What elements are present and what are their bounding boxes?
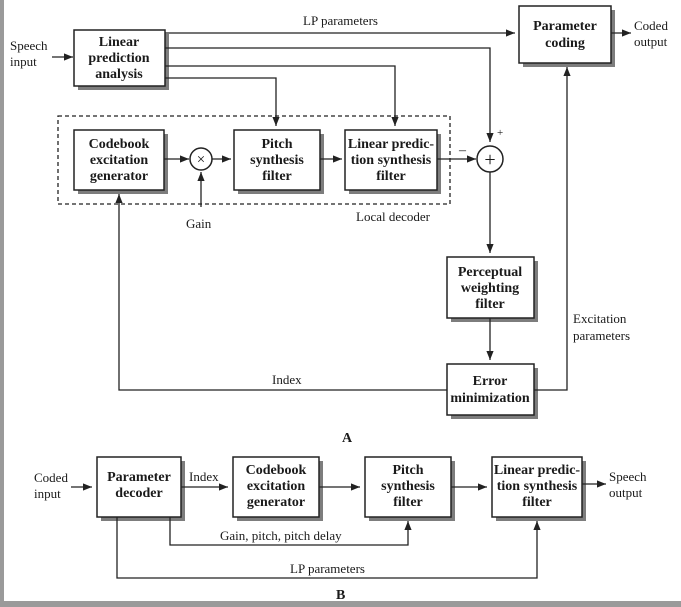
plus-sign: + — [497, 127, 503, 139]
coded-input-line1: Coded — [34, 470, 68, 485]
pitch-filter-line1: Pitch — [261, 137, 292, 152]
parameter-coding-line1: Parameter — [533, 19, 597, 34]
speech-output-line1: Speech — [609, 469, 647, 484]
speech-input-label-line2: input — [10, 54, 37, 69]
gain-label: Gain — [186, 216, 212, 231]
wire-error-to-coding — [534, 67, 571, 391]
part-b-label: B — [336, 588, 345, 603]
pitch-filter-box — [233, 129, 321, 191]
coded-output-line2: output — [634, 34, 668, 49]
wire-analysis-to-sum — [165, 47, 494, 142]
codebook-line1: Codebook — [89, 137, 150, 152]
speech-output-line2: output — [609, 485, 643, 500]
pitch-filter-line3: filter — [262, 169, 292, 184]
gain-pitch-delay-label: Gain, pitch, pitch delay — [220, 528, 342, 543]
excitation-params-line1: Excitation — [573, 311, 627, 326]
codebook-b-line3: generator — [247, 495, 305, 510]
error-min-line1: Error — [473, 374, 508, 389]
part-a-label: A — [342, 431, 353, 446]
lp-synthesis-b-line1: Linear predic- — [494, 463, 581, 478]
lp-synthesis-box — [344, 129, 438, 191]
speech-input-label-line1: Speech — [10, 38, 48, 53]
index-label-a: Index — [272, 372, 302, 387]
lp-analysis-box — [73, 29, 166, 87]
perceptual-line2: weighting — [461, 281, 519, 296]
lp-parameters-label: LP parameters — [303, 13, 378, 28]
wire-analysis-to-lp-synthesis — [165, 65, 399, 126]
excitation-params-line2: parameters — [573, 328, 630, 343]
wire-analysis-to-pitch — [165, 77, 280, 126]
codebook-b-line2: excitation — [247, 479, 306, 494]
lp-parameters-b-label: LP parameters — [290, 561, 365, 576]
coded-output-line1: Coded — [634, 18, 668, 33]
lp-synthesis-line1: Linear predic- — [348, 137, 435, 152]
pitch-filter-line2: synthesis — [250, 153, 304, 168]
index-label-b: Index — [189, 469, 219, 484]
error-min-box — [446, 363, 535, 416]
lp-analysis-line1: Linear — [99, 35, 139, 50]
coded-input-line2: input — [34, 486, 61, 501]
codebook-line3: generator — [90, 169, 148, 184]
param-decoder-line1: Parameter — [107, 470, 171, 485]
wire-index-feedback — [115, 194, 447, 391]
lp-synthesis-line2: tion synthesis — [351, 153, 432, 168]
lp-synthesis-b-box — [491, 456, 583, 518]
local-decoder-frame — [57, 115, 451, 205]
frame-left-edge — [0, 0, 4, 607]
pitch-b-line1: Pitch — [392, 463, 423, 478]
multiplier-symbol: × — [197, 152, 205, 168]
lp-analysis-line2: prediction — [88, 51, 149, 66]
wire-gain-pitch-delay — [169, 517, 412, 546]
codebook-box — [73, 129, 165, 191]
parameter-coding-box — [518, 5, 612, 64]
perceptual-box — [446, 256, 535, 319]
pitch-b-line3: filter — [393, 495, 423, 510]
error-min-line2: minimization — [450, 391, 530, 406]
parameter-coding-line2: coding — [545, 36, 585, 51]
codebook-line2: excitation — [90, 153, 149, 168]
wire-lp-parameters-b — [116, 517, 541, 579]
pitch-b-box — [364, 456, 452, 518]
lp-synthesis-line3: filter — [376, 169, 406, 184]
frame-bottom-edge — [0, 601, 681, 607]
summation-symbol: + — [484, 149, 495, 171]
lp-synthesis-b-line3: filter — [522, 495, 552, 510]
lp-synthesis-b-line2: tion synthesis — [497, 479, 578, 494]
lp-analysis-line3: analysis — [95, 67, 143, 82]
pitch-b-line2: synthesis — [381, 479, 435, 494]
local-decoder-label: Local decoder — [356, 209, 431, 224]
param-decoder-box — [96, 456, 182, 518]
perceptual-line3: filter — [475, 297, 505, 312]
minus-sign: – — [458, 143, 467, 158]
codebook-b-line1: Codebook — [246, 463, 307, 478]
param-decoder-line2: decoder — [115, 486, 162, 501]
perceptual-line1: Perceptual — [458, 265, 522, 280]
